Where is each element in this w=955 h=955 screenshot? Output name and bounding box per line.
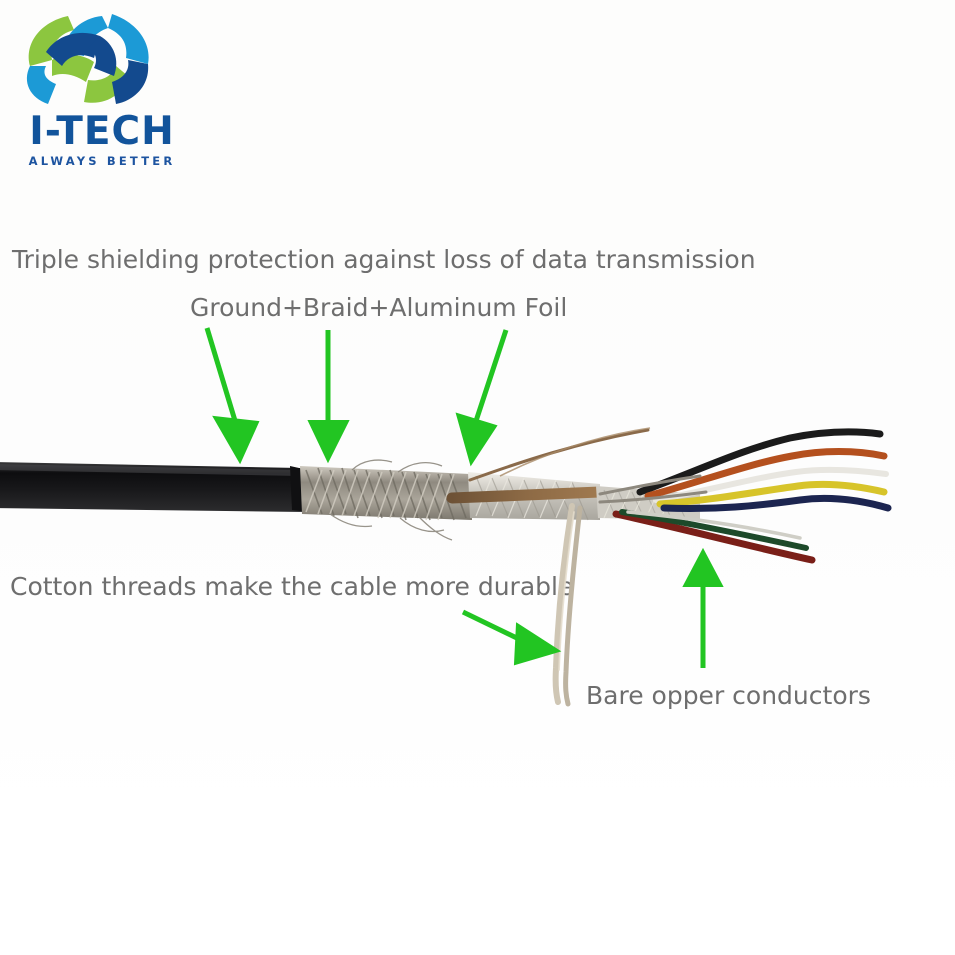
brand-logo: I-TECH ALWAYS BETTER [8,8,198,173]
arrow-copper-conductors [682,547,724,668]
arrow-cotton-threads [461,609,562,666]
brand-tagline: ALWAYS BETTER [28,154,176,168]
annotation-bare-copper-conductors: Bare opper conductors [586,681,871,710]
arrow-ground-shield [204,327,260,465]
annotation-shield-composition: Ground+Braid+Aluminum Foil [190,293,568,322]
annotation-cotton-threads: Cotton threads make the cable more durab… [10,572,574,601]
arrow-braid-shield [307,330,350,464]
brand-wordmark: I-TECH [29,109,175,154]
annotation-triple-shielding: Triple shielding protection against loss… [12,245,756,274]
triskelion-swirl-icon [26,14,149,104]
arrow-aluminum-foil [455,329,509,467]
